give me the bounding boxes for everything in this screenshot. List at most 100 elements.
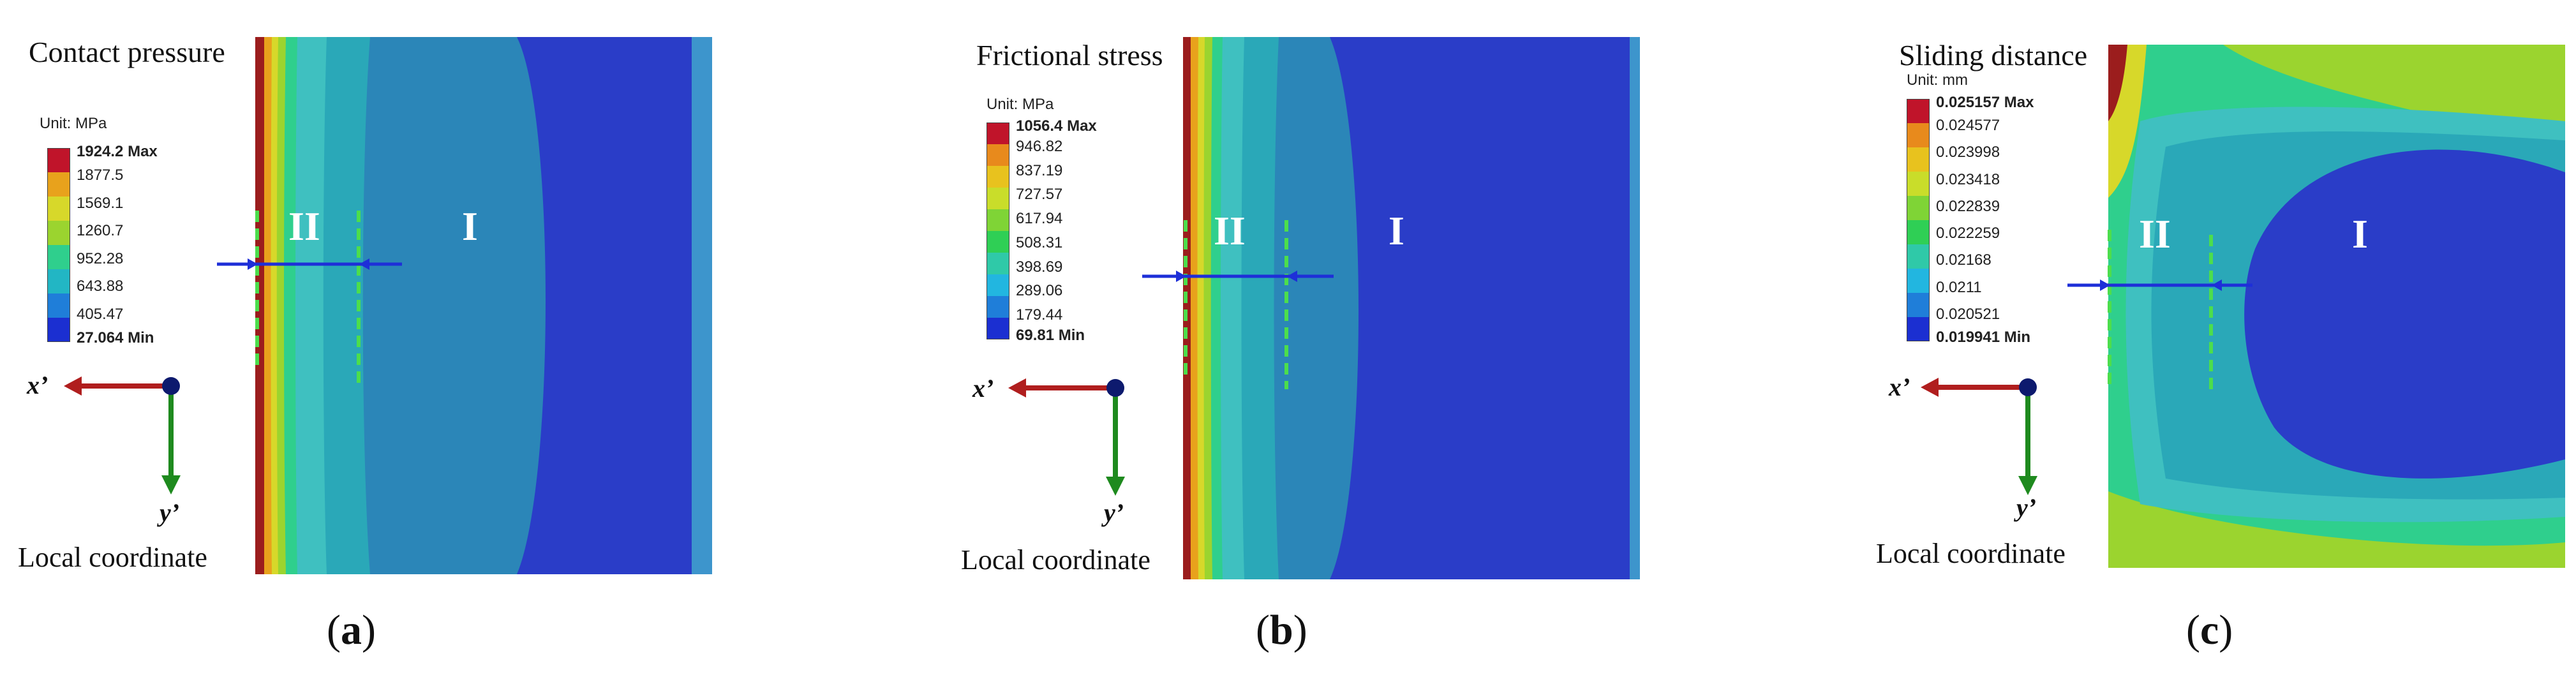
legend-swatch: [47, 269, 70, 293]
panel-a-unit: Unit: MPa: [40, 115, 107, 132]
legend-swatch: [986, 144, 1009, 166]
legend-label: 946.82: [1016, 137, 1063, 155]
panel-a-y-axis-label: y’: [160, 498, 180, 527]
legend-swatch: [1907, 244, 1930, 269]
legend-swatch: [1907, 317, 1930, 341]
legend-label: 0.019941 Min: [1936, 329, 2031, 346]
legend-swatch: [1907, 172, 1930, 196]
legend-label: 0.024577: [1936, 117, 2000, 135]
legend-label: 1877.5: [77, 167, 124, 184]
legend-swatch: [47, 245, 70, 269]
panel-b-unit: Unit: MPa: [986, 96, 1054, 113]
legend-swatch: [1907, 269, 1930, 293]
y-axis-arrowhead: [2018, 476, 2037, 495]
legend-label: 727.57: [1016, 186, 1063, 204]
panel-a-caption: (a): [327, 607, 376, 653]
map-region: [2108, 45, 2127, 121]
legend-swatch: [986, 274, 1009, 296]
legend-swatch: [47, 148, 70, 172]
measure-arrow-right: [359, 258, 369, 270]
legend-label: 508.31: [1016, 234, 1063, 251]
panel-a-legend: 1924.2 Max 1877.5 1569.1 1260.7 952.28 643.88…: [47, 144, 251, 346]
panel-b-contour-svg: [1183, 37, 1640, 579]
panel-c-contour-map: [2108, 45, 2565, 568]
legend-swatch: [1907, 123, 1930, 147]
legend-label: 952.28: [77, 249, 124, 267]
panel-b-caption: (b): [1256, 607, 1307, 653]
panel-a-coord-label: Local coordinate: [18, 542, 207, 573]
legend-swatch: [986, 188, 1009, 209]
legend-swatch: [986, 296, 1009, 318]
legend-label: 617.94: [1016, 210, 1063, 228]
panel-b-zone-I: I: [1389, 208, 1404, 253]
map-region: [2244, 149, 2565, 479]
legend-label: 0.022839: [1936, 197, 2000, 215]
y-axis-arrowhead: [1106, 477, 1125, 496]
measure-arrow-left: [1176, 271, 1186, 282]
measure-arrow-right: [2212, 279, 2222, 291]
panel-b-title: Frictional stress: [976, 39, 1163, 71]
legend-label: 0.022259: [1936, 225, 2000, 242]
panel-c-unit: Unit: mm: [1907, 71, 1968, 89]
measure-arrow-right: [1287, 271, 1297, 282]
map-region: [1630, 37, 1640, 579]
legend-swatch: [986, 231, 1009, 253]
map-region: [1183, 37, 1191, 579]
origin-dot: [162, 377, 180, 395]
legend-swatch: [47, 221, 70, 245]
legend-label: 643.88: [77, 278, 124, 295]
measure-arrow-left: [2100, 279, 2110, 291]
legend-label: 0.02168: [1936, 251, 1992, 269]
panel-b-coord-label: Local coordinate: [961, 544, 1150, 576]
panel-a-x-axis-label: x’: [27, 371, 48, 399]
panel-a: Contact pressure Unit: MPa 1924.2 Max 187…: [0, 0, 830, 691]
panel-c-legend: 0.025157 Max 0.024577 0.023998 0.023418 0.02…: [1907, 95, 2111, 360]
legend-label: 1924.2 Max: [77, 143, 158, 160]
panel-c-overlay: [1921, 230, 2252, 495]
measure-arrow-left: [248, 258, 258, 270]
legend-label: 1569.1: [77, 194, 124, 212]
panel-c-contour-svg: [2108, 45, 2565, 568]
origin-dot: [1106, 379, 1124, 397]
panel-a-zone-I: I: [462, 204, 478, 249]
x-axis-arrowhead: [1008, 378, 1026, 398]
legend-swatch: [1907, 293, 1930, 317]
panel-b: Frictional stress Unit: MPa 1056.4 Max 94…: [830, 0, 1704, 691]
panel-c-zone-II: II: [2139, 211, 2171, 256]
map-region: [2108, 491, 2565, 568]
panel-c-zone-I: I: [2352, 211, 2368, 256]
x-axis-arrowhead: [1921, 378, 1939, 397]
panel-b-zone-II: II: [1214, 208, 1246, 253]
legend-label: 1260.7: [77, 222, 124, 240]
legend-label: 0.023998: [1936, 144, 2000, 161]
panel-a-title: Contact pressure: [29, 36, 225, 68]
legend-swatch: [47, 318, 70, 342]
panel-c-y-axis-label: y’: [2016, 493, 2037, 522]
legend-label: 0.020521: [1936, 305, 2000, 323]
panel-b-contour-map: [1183, 37, 1640, 579]
legend-swatch: [1907, 99, 1930, 123]
legend-swatch: [47, 293, 70, 318]
legend-label: 0.0211: [1936, 278, 1982, 296]
panel-b-overlay: [1008, 220, 1334, 496]
legend-label: 0.023418: [1936, 170, 2000, 188]
panel-c-caption: (c): [2186, 607, 2233, 653]
panel-c-coord-label: Local coordinate: [1876, 538, 2066, 569]
legend-label: 1056.4 Max: [1016, 117, 1097, 135]
legend-label: 289.06: [1016, 282, 1063, 300]
legend-label: 179.44: [1016, 306, 1063, 324]
origin-dot: [2019, 378, 2037, 396]
legend-swatch: [47, 197, 70, 221]
legend-swatch: [986, 209, 1009, 231]
x-axis-arrowhead: [64, 376, 82, 396]
legend-swatch: [1907, 147, 1930, 172]
panel-b-y-axis-label: y’: [1104, 498, 1124, 527]
legend-label: 69.81 Min: [1016, 327, 1085, 344]
y-axis-arrowhead: [161, 475, 181, 494]
legend-label: 398.69: [1016, 258, 1063, 276]
legend-label: 0.025157 Max: [1936, 94, 2034, 111]
legend-swatch: [986, 166, 1009, 188]
panel-c-title: Sliding distance: [1899, 39, 2088, 71]
